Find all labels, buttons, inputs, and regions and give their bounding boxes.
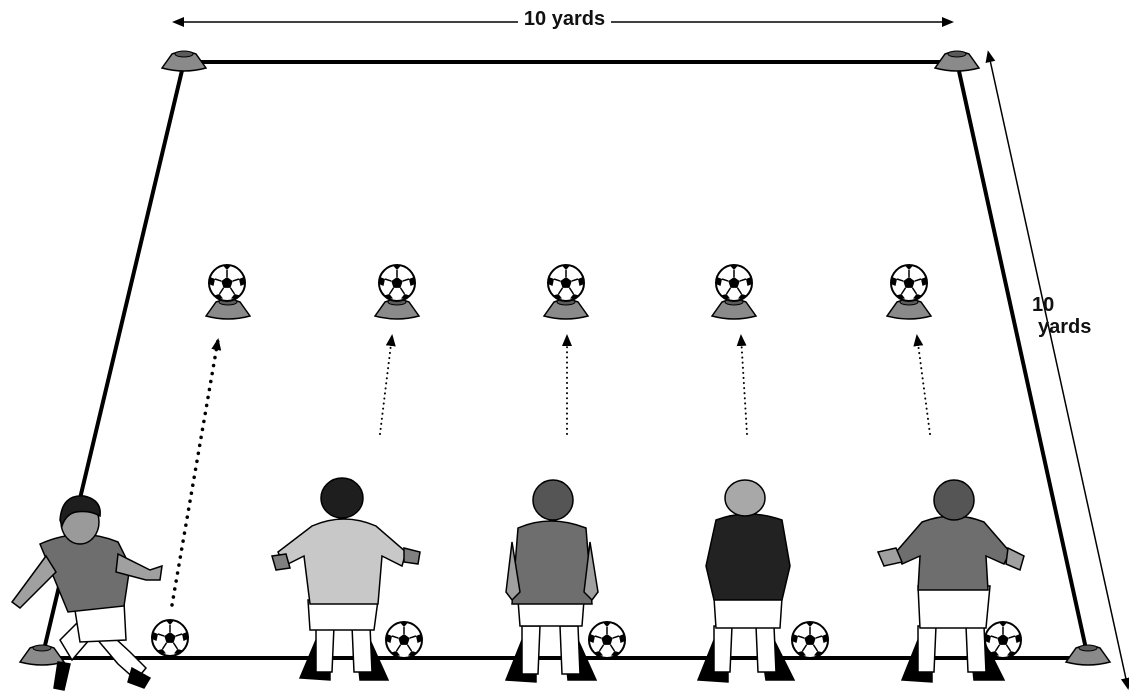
corner-cone-bottom-right bbox=[1065, 644, 1111, 666]
pass-path-2 bbox=[379, 334, 396, 435]
player-3 bbox=[504, 479, 599, 683]
player-3-ball bbox=[588, 621, 626, 659]
corner-cone-top-right bbox=[934, 50, 980, 72]
side-dimension-arrow bbox=[985, 50, 1129, 690]
player-1-ball bbox=[151, 619, 189, 657]
target-3 bbox=[543, 264, 589, 320]
player-2-ball bbox=[385, 621, 423, 659]
top-dimension-label: 10 yards bbox=[0, 8, 1129, 30]
player-2 bbox=[271, 477, 421, 681]
player-kicking bbox=[10, 495, 163, 691]
target-4 bbox=[711, 264, 757, 320]
corner-cone-top-left bbox=[161, 50, 207, 72]
player-5 bbox=[876, 479, 1025, 683]
player-4 bbox=[696, 479, 796, 683]
target-1 bbox=[205, 264, 251, 320]
pass-path-4 bbox=[736, 334, 748, 435]
side-dimension-unit: yards bbox=[1038, 316, 1092, 338]
side-dimension-number: 10 bbox=[1032, 294, 1055, 316]
top-dimension-text: 10 yards bbox=[517, 8, 612, 30]
target-5 bbox=[886, 264, 932, 320]
target-2 bbox=[374, 264, 420, 320]
player-5-ball bbox=[984, 621, 1022, 659]
pass-path-5 bbox=[913, 334, 931, 435]
player-4-ball bbox=[791, 621, 829, 659]
side-dimension-label: 10 yards bbox=[1030, 294, 1091, 338]
pass-path-1 bbox=[170, 338, 222, 607]
